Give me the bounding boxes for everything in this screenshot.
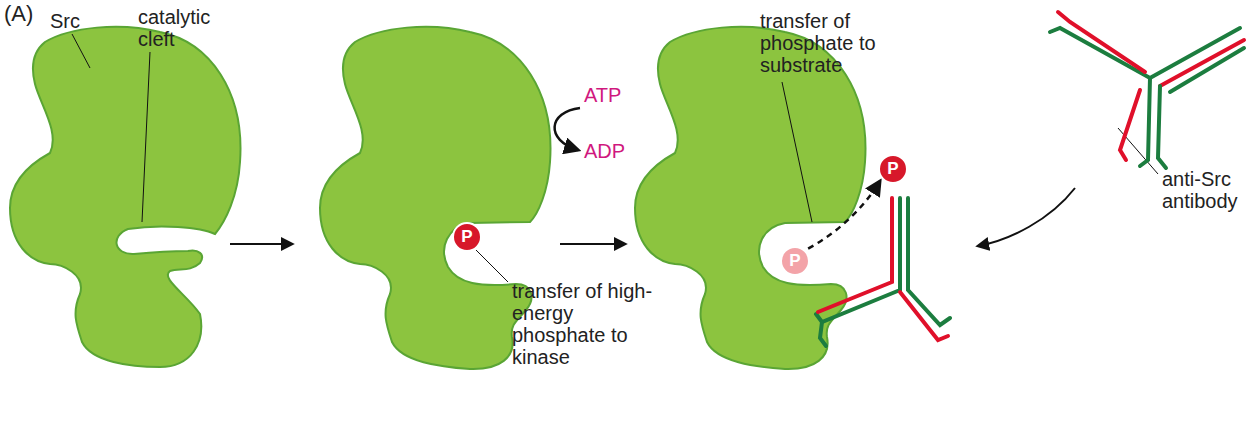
phosphate-symbol: P — [789, 251, 800, 271]
step-arrow — [560, 243, 625, 245]
phosphate-circle: P — [452, 222, 482, 252]
free-antibody — [1050, 12, 1244, 168]
binding-arrow — [978, 188, 1075, 246]
phosphate-circle: P — [878, 154, 908, 184]
text-label: transfer of phosphate to substrate — [760, 10, 890, 76]
text-label: catalytic cleft — [138, 6, 218, 50]
text-label: transfer of high-energy phosphate to kin… — [512, 280, 662, 368]
phosphate-circle: P — [780, 246, 810, 276]
leader-line — [782, 82, 812, 222]
leader-line — [72, 34, 90, 68]
text-label: anti-Src antibody — [1162, 168, 1252, 212]
bound-antibody — [816, 198, 950, 346]
text-label: Src — [50, 10, 110, 32]
atp-adp-arrow — [555, 108, 580, 150]
text-label: ATP — [584, 84, 644, 106]
step-arrow — [230, 243, 292, 245]
phosphate-symbol: P — [461, 227, 472, 247]
text-label: ADP — [584, 140, 644, 162]
phosphate-symbol: P — [887, 159, 898, 179]
leader-line — [476, 250, 508, 282]
leader-line — [142, 52, 150, 222]
phosphate-transfer-arrow — [808, 181, 880, 248]
src-kinase-closed — [10, 27, 240, 367]
